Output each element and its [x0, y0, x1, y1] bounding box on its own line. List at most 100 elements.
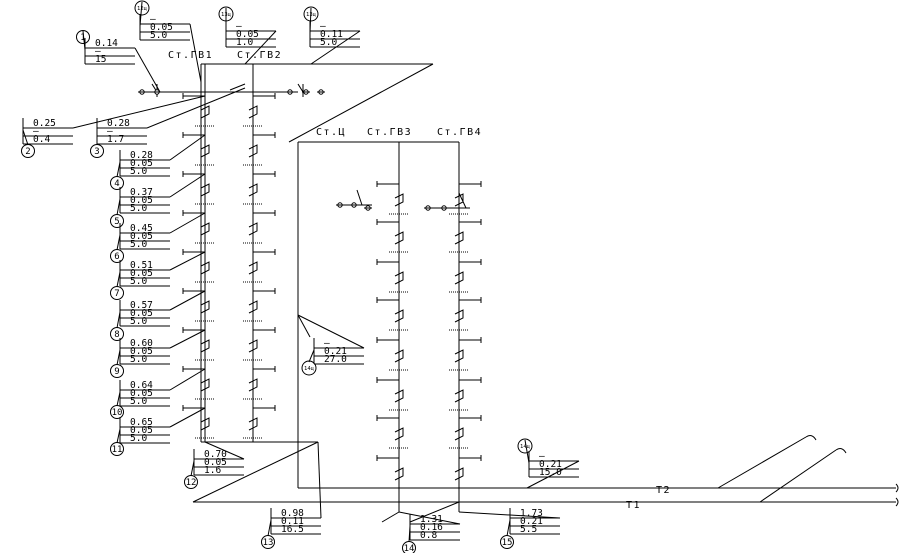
- section-diameter: 0.11: [281, 516, 304, 527]
- section-length: 5.0: [130, 433, 147, 444]
- section-diameter: 0.05: [130, 195, 153, 206]
- section-length: 0.4: [33, 134, 50, 145]
- section-length: 16.5: [281, 524, 304, 535]
- section-callout: 13ц—0.051.0: [218, 6, 277, 65]
- riser-label-gv4: Ст.ГВ4: [437, 127, 482, 138]
- break-mark: [454, 193, 464, 207]
- section-callout: 120.700.051.6: [184, 441, 245, 489]
- section-flow: —: [150, 14, 156, 25]
- section-number: 1: [80, 33, 85, 43]
- break-mark: [454, 427, 464, 441]
- section-number: 7: [114, 289, 119, 299]
- break-mark: [248, 105, 258, 119]
- riser-label-gv3: Ст.ГВ3: [367, 127, 412, 138]
- section-callout: 50.370.055.0: [110, 173, 206, 228]
- piping-frame: [140, 63, 899, 523]
- break-mark: [394, 427, 404, 441]
- section-number: 14: [404, 544, 415, 553]
- section-diameter: 0.05: [130, 308, 153, 319]
- section-number: 9: [114, 367, 119, 377]
- section-diameter: 0.16: [420, 522, 443, 533]
- section-flow: 0.98: [281, 508, 304, 519]
- section-callout: 90.600.055.0: [110, 329, 206, 378]
- break-mark: [248, 300, 258, 314]
- section-number: 14ц: [520, 444, 530, 450]
- section-diameter: 0.05: [130, 158, 153, 169]
- break-mark: [200, 105, 210, 119]
- section-flow: 0.60: [130, 338, 153, 349]
- section-number: 2: [25, 147, 30, 157]
- section-callout: 13ц—0.115.0: [303, 6, 361, 65]
- riser-label-gv1: Ст.ГВ1: [168, 50, 213, 61]
- break-mark: [454, 349, 464, 363]
- section-flow: —: [236, 21, 242, 32]
- section-diameter: 0.21: [324, 346, 347, 357]
- section-callout: 12ц—0.055.0: [134, 0, 202, 83]
- section-length: 0.8: [420, 530, 437, 541]
- section-diameter: —: [95, 46, 101, 57]
- section-number: 8: [114, 330, 119, 340]
- section-length: 5.0: [150, 30, 167, 41]
- section-number: 15: [502, 538, 513, 548]
- break-mark: [394, 467, 404, 481]
- section-flow: 0.45: [130, 223, 153, 234]
- break-mark: [454, 467, 464, 481]
- section-length: 5.0: [130, 276, 147, 287]
- section-number-circle: [517, 438, 533, 454]
- section-length: 5.0: [130, 166, 147, 177]
- break-mark: [454, 389, 464, 403]
- section-number: 11: [112, 445, 123, 455]
- section-diameter: —: [33, 126, 39, 137]
- section-length: 5.0: [130, 396, 147, 407]
- section-length: 1.0: [236, 37, 253, 48]
- section-length: 27.0: [324, 354, 347, 365]
- section-diameter: 0.05: [130, 425, 153, 436]
- section-diameter: 0.05: [236, 29, 259, 40]
- section-callout: 110.650.055.0: [110, 407, 206, 456]
- section-diameter: 0.05: [130, 388, 153, 399]
- section-number: 13: [263, 538, 274, 548]
- section-diameter: 0.21: [520, 516, 543, 527]
- break-mark: [200, 144, 210, 158]
- break-mark: [394, 309, 404, 323]
- section-flow: —: [324, 338, 330, 349]
- main-label-t1: Т1: [626, 500, 641, 511]
- section-length: 5.0: [130, 316, 147, 327]
- break-mark: [200, 339, 210, 353]
- section-flow: —: [539, 451, 545, 462]
- section-length: 5.0: [130, 239, 147, 250]
- break-mark: [248, 417, 258, 431]
- section-flow: —: [320, 21, 326, 32]
- break-mark: [248, 261, 258, 275]
- section-callout: 60.450.055.0: [110, 212, 206, 263]
- section-diameter: —: [107, 126, 113, 137]
- break-mark: [248, 144, 258, 158]
- break-mark: [200, 222, 210, 236]
- section-flow: 1.73: [520, 508, 543, 519]
- section-diameter: 0.05: [150, 22, 173, 33]
- section-number: 14ц: [304, 366, 314, 372]
- section-length: 15.0: [539, 467, 562, 478]
- section-flow: 1.31: [420, 514, 443, 525]
- section-length: 5.0: [130, 203, 147, 214]
- section-callout: 14 1.310.160.8: [398, 511, 461, 553]
- riser-gv4: [449, 142, 482, 489]
- break-mark: [394, 231, 404, 245]
- break-mark: [200, 300, 210, 314]
- section-diameter: 0.21: [539, 459, 562, 470]
- section-flow: 0.51: [130, 260, 153, 271]
- section-length: 15: [95, 54, 106, 65]
- section-flow: 0.28: [107, 118, 130, 129]
- break-mark: [248, 378, 258, 392]
- section-diameter: 0.05: [130, 268, 153, 279]
- break-mark: [200, 417, 210, 431]
- section-flow: 0.14: [95, 38, 118, 49]
- break-mark: [200, 261, 210, 275]
- break-mark: [394, 349, 404, 363]
- break-mark: [200, 183, 210, 197]
- break-mark: [248, 183, 258, 197]
- section-number: 10: [112, 408, 123, 418]
- riser-gv2: [243, 64, 276, 442]
